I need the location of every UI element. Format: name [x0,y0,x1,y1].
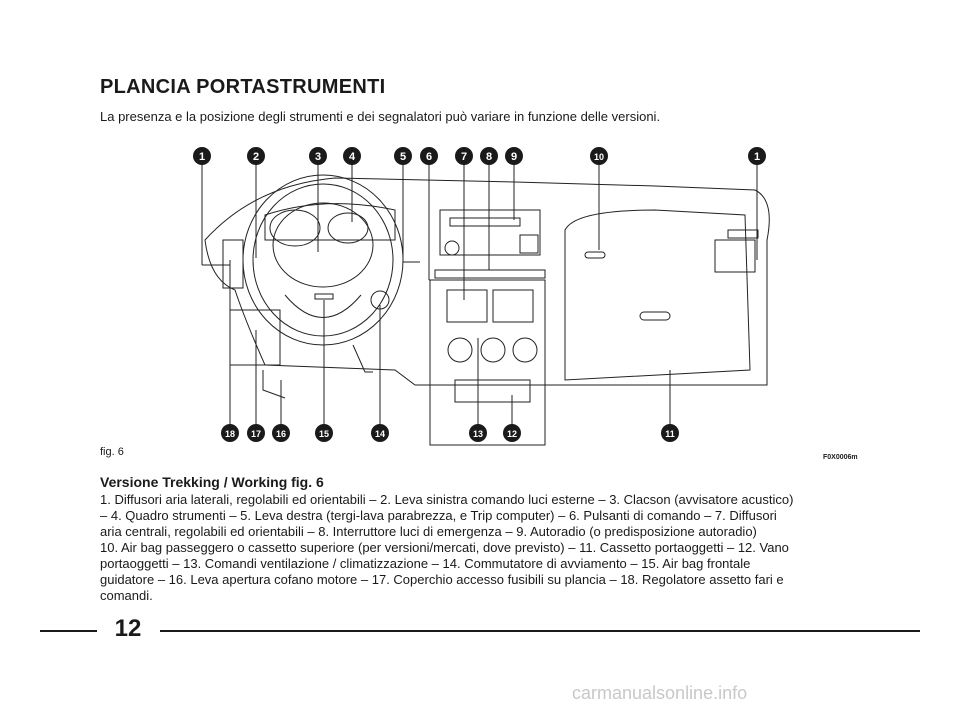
side-vent-left [222,239,244,289]
callouts-bottom: 18 17 16 15 14 13 12 11 [221,424,679,442]
callout-number: 14 [375,429,385,439]
callout-number: 7 [461,151,467,163]
callout-number: 15 [319,429,329,439]
callout-badge: 8 [480,147,498,165]
center-vent-right [492,289,534,323]
section-title: Versione Trekking / Working fig. 6 [100,474,324,490]
callout-badge: 18 [221,424,239,442]
callout-badge: 1 [193,147,211,165]
callout-leaders [201,162,758,432]
legend-line: – 4. Quadro strumenti – 5. Leva destra (… [100,508,777,523]
callout-number: 3 [315,151,321,163]
legend-line: 10. Air bag passeggero o cassetto superi… [100,540,789,555]
dashboard-drawing [204,174,770,446]
footer-rule-right [160,630,920,632]
callout-number: 12 [507,429,517,439]
callout-number: 1 [754,151,760,163]
climate-knob-left [447,337,473,363]
watermark: carmanualsonline.info [572,683,748,703]
callout-badge: 10 [590,147,608,165]
callout-badge: 17 [247,424,265,442]
legend-line: portaoggetti – 13. Comandi ventilazione … [100,556,751,571]
callout-number: 11 [665,429,675,439]
callouts-top: 1 2 3 4 5 6 7 8 9 10 1 [193,147,766,165]
callout-badge: 6 [420,147,438,165]
side-vent-right [714,239,756,273]
callout-badge: 15 [315,424,333,442]
page-subtitle: La presenza e la posizione degli strumen… [100,109,661,124]
climate-knob-center [480,337,506,363]
callout-number: 6 [426,151,432,163]
legend-line: aria centrali, regolabili ed orientabili… [100,524,757,539]
callout-badge: 7 [455,147,473,165]
callout-number: 17 [251,429,261,439]
dashboard-illustration: 1 2 3 4 5 6 7 8 9 10 1 18 17 16 15 14 13… [193,147,770,446]
callout-badge: 1 [748,147,766,165]
glovebox [564,209,751,381]
figure-label: fig. 6 [100,446,124,458]
page-title: PLANCIA PORTASTRUMENTI [100,76,386,98]
callout-badge: 11 [661,424,679,442]
callout-badge: 14 [371,424,389,442]
steering-wheel [242,174,404,346]
callout-badge: 2 [247,147,265,165]
callout-number: 18 [225,429,235,439]
callout-number: 1 [199,151,205,163]
callout-badge: 12 [503,424,521,442]
callout-badge: 16 [272,424,290,442]
legend-description: 1. Diffusori aria laterali, regolabili e… [100,492,870,604]
callout-badge: 13 [469,424,487,442]
figure-code: F0X0006m [823,454,858,461]
callout-badge: 3 [309,147,327,165]
radio-unit [439,209,541,256]
page-number: 12 [114,615,142,642]
callout-number: 9 [511,151,517,163]
center-vent-left [446,289,488,323]
legend-line: 1. Diffusori aria laterali, regolabili e… [100,492,794,507]
callout-number: 8 [486,151,492,163]
storage-compartment [454,379,531,403]
climate-knob-right [512,337,538,363]
footer-rule-left [40,630,97,632]
callout-badge: 5 [394,147,412,165]
callout-number: 16 [276,429,286,439]
callout-number: 5 [400,151,406,163]
callout-number: 13 [473,429,483,439]
callout-badge: 9 [505,147,523,165]
callout-number: 2 [253,151,259,163]
legend-line: guidatore – 16. Leva apertura cofano mot… [100,572,784,587]
callout-badge: 4 [343,147,361,165]
callout-number: 10 [594,152,604,162]
callout-number: 4 [349,151,356,163]
legend-line: comandi. [100,588,153,603]
